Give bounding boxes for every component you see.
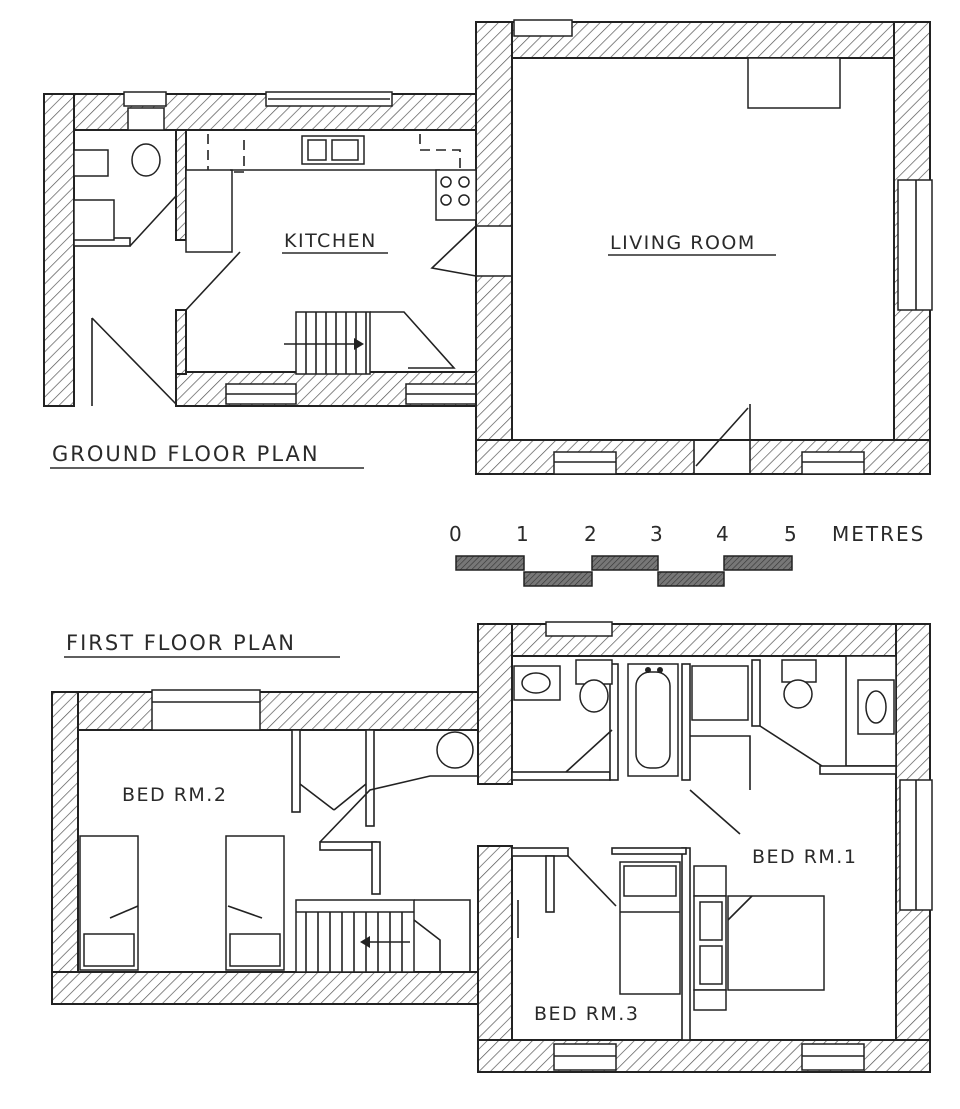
first-floor-bedrooms — [511, 847, 825, 1041]
first-floor-bathrooms — [511, 655, 897, 835]
scale-segment-2-3 — [591, 555, 659, 571]
ground-windows-top — [123, 91, 477, 405]
ground-floor-plan: KITCHEN LIVING ROOM GROUND FLOOR PLAN — [43, 19, 933, 475]
first-floor-stairs — [295, 899, 471, 973]
scale-tick-1: 1 — [516, 522, 529, 546]
scale-tick-2: 2 — [584, 522, 597, 546]
bed-rm-2-label: BED RM.2 — [122, 784, 227, 806]
scale-tick-5: 5 — [784, 522, 797, 546]
living-room-label: LIVING ROOM — [610, 232, 756, 254]
scale-segment-1-2 — [523, 571, 593, 587]
ground-stairs — [284, 311, 456, 375]
wc-fixtures — [73, 107, 165, 241]
first-floor-plan: BED RM.2 BED RM.1 BED RM.3 FIRST FLOOR P… — [51, 621, 933, 1073]
ground-floor-left-walls — [43, 93, 477, 407]
scale-tick-3: 3 — [650, 522, 663, 546]
scale-segment-3-4 — [657, 571, 725, 587]
bed-rm-2-beds — [79, 835, 285, 971]
first-floor-plan-title: FIRST FLOOR PLAN — [66, 631, 296, 655]
scale-tick-4: 4 — [716, 522, 729, 546]
first-floor-left-walls — [51, 689, 481, 1005]
kitchen-label: KITCHEN — [284, 230, 377, 252]
scale-tick-0: 0 — [449, 522, 462, 546]
ground-doors — [91, 195, 477, 406]
ground-floor-plan-title: GROUND FLOOR PLAN — [52, 442, 320, 466]
ground-floor-living-walls — [475, 19, 933, 475]
bed-rm-3-label: BED RM.3 — [534, 1003, 639, 1025]
scale-segment-4-5 — [723, 555, 793, 571]
scale-segment-0-1 — [455, 555, 525, 571]
scale-unit: METRES — [832, 522, 925, 546]
scale-bar: 0 1 2 3 4 5 METRES — [449, 522, 925, 587]
first-floor-right-walls — [477, 621, 933, 1073]
kitchen-fixtures — [185, 134, 477, 253]
bed-rm-1-label: BED RM.1 — [752, 846, 857, 868]
